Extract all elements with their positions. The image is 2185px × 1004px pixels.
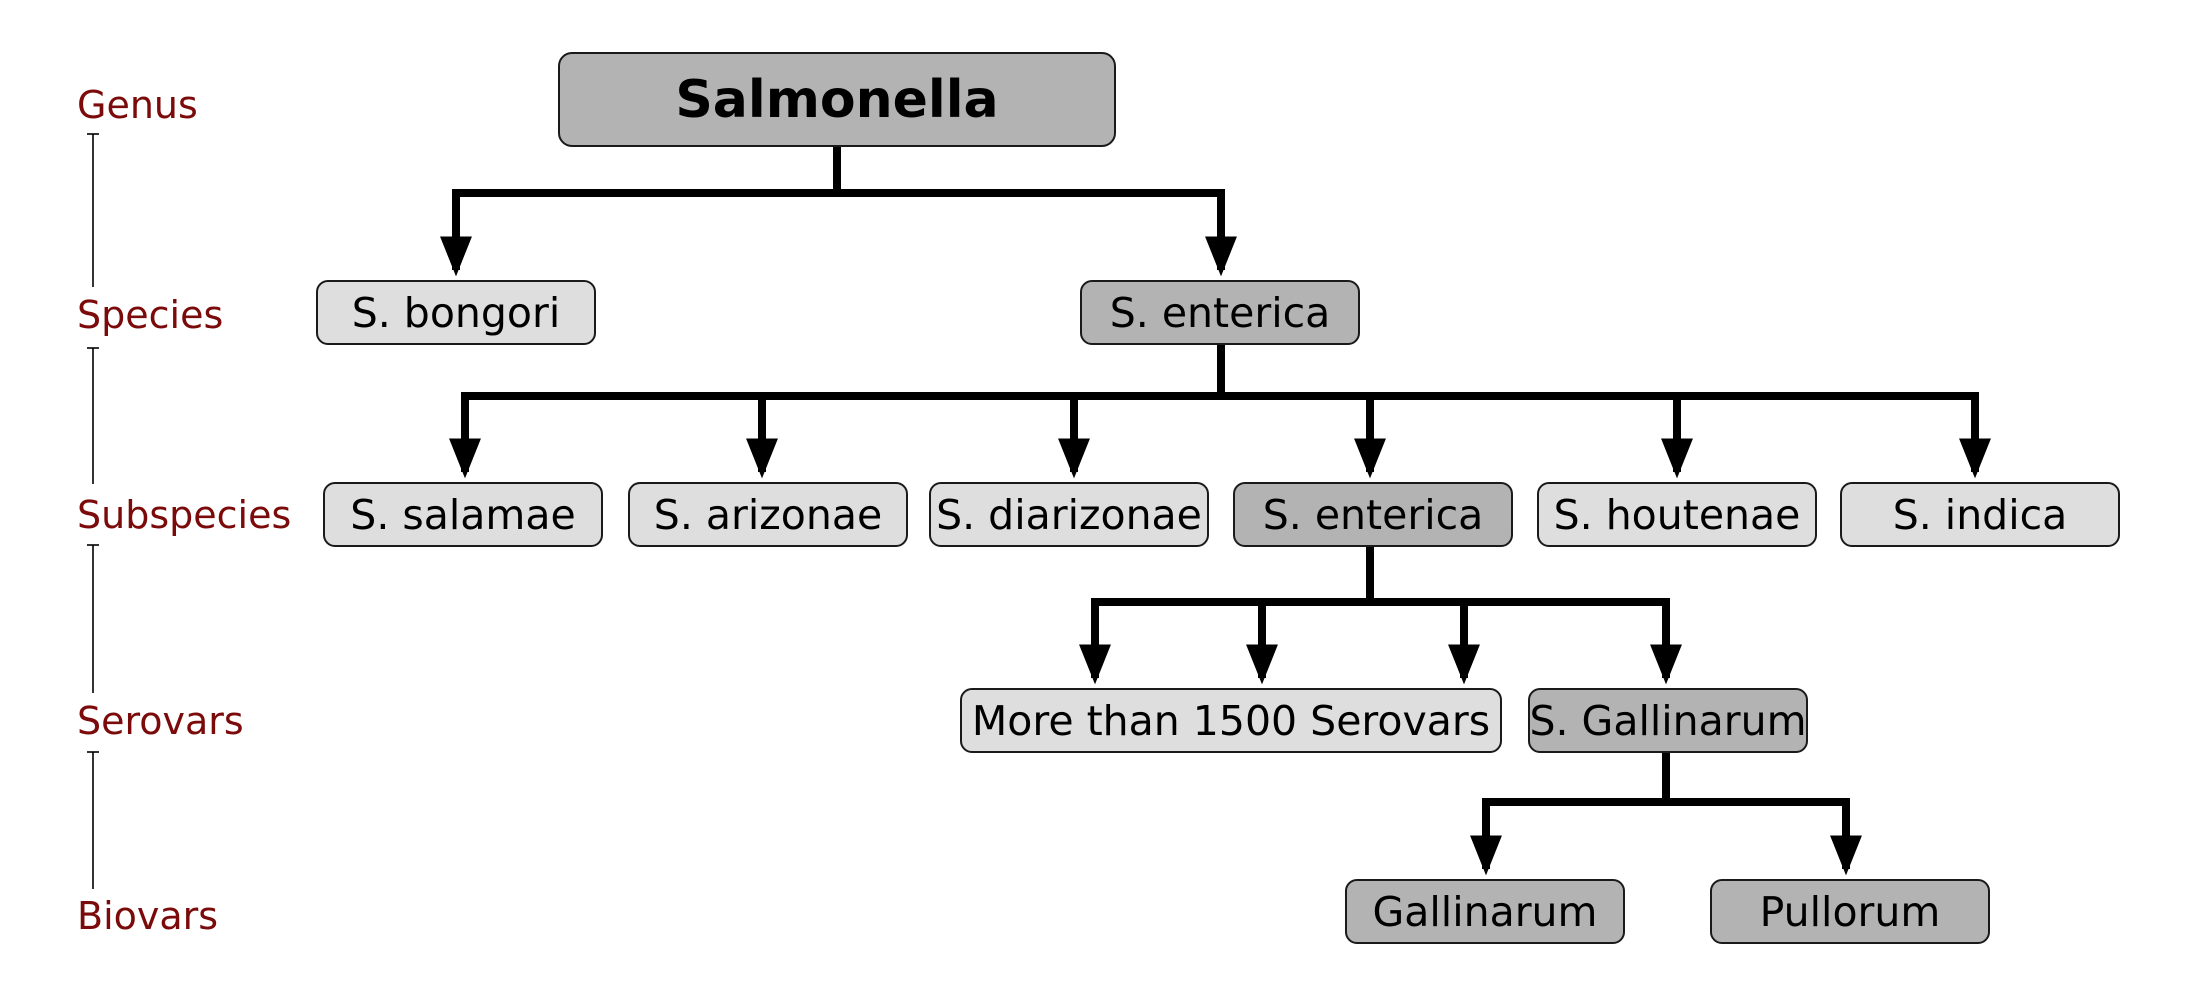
connector-species-to-subspecies: [449, 345, 1991, 479]
rank-label-serovars: Serovars: [77, 699, 244, 743]
node-pullorum: Pullorum: [1710, 879, 1990, 944]
node-s-enterica-subspecies: S. enterica: [1233, 482, 1513, 547]
node-s-arizonae: S. arizonae: [628, 482, 908, 547]
node-s-bongori: S. bongori: [316, 280, 596, 345]
node-s-indica: S. indica: [1840, 482, 2120, 547]
node-s-diarizonae: S. diarizonae: [929, 482, 1209, 547]
rank-label-species: Species: [77, 293, 224, 337]
connector-serovar-to-biovars: [1470, 753, 1862, 876]
rank-label-biovars: Biovars: [77, 894, 219, 938]
node-s-salamae: S. salamae: [323, 482, 603, 547]
node-s-enterica-species: S. enterica: [1080, 280, 1360, 345]
rank-label-subspecies: Subspecies: [77, 493, 292, 537]
node-more-than-1500-serovars: More than 1500 Serovars: [960, 688, 1502, 753]
node-salmonella: Salmonella: [558, 52, 1116, 147]
connector-subspecies-to-serovars: [1079, 547, 1682, 685]
connector-genus-to-species: [440, 147, 1237, 277]
rank-axis: [87, 133, 99, 889]
rank-label-genus: Genus: [77, 83, 198, 127]
node-s-gallinarum: S. Gallinarum: [1528, 688, 1808, 753]
node-gallinarum: Gallinarum: [1345, 879, 1625, 944]
node-s-houtenae: S. houtenae: [1537, 482, 1817, 547]
